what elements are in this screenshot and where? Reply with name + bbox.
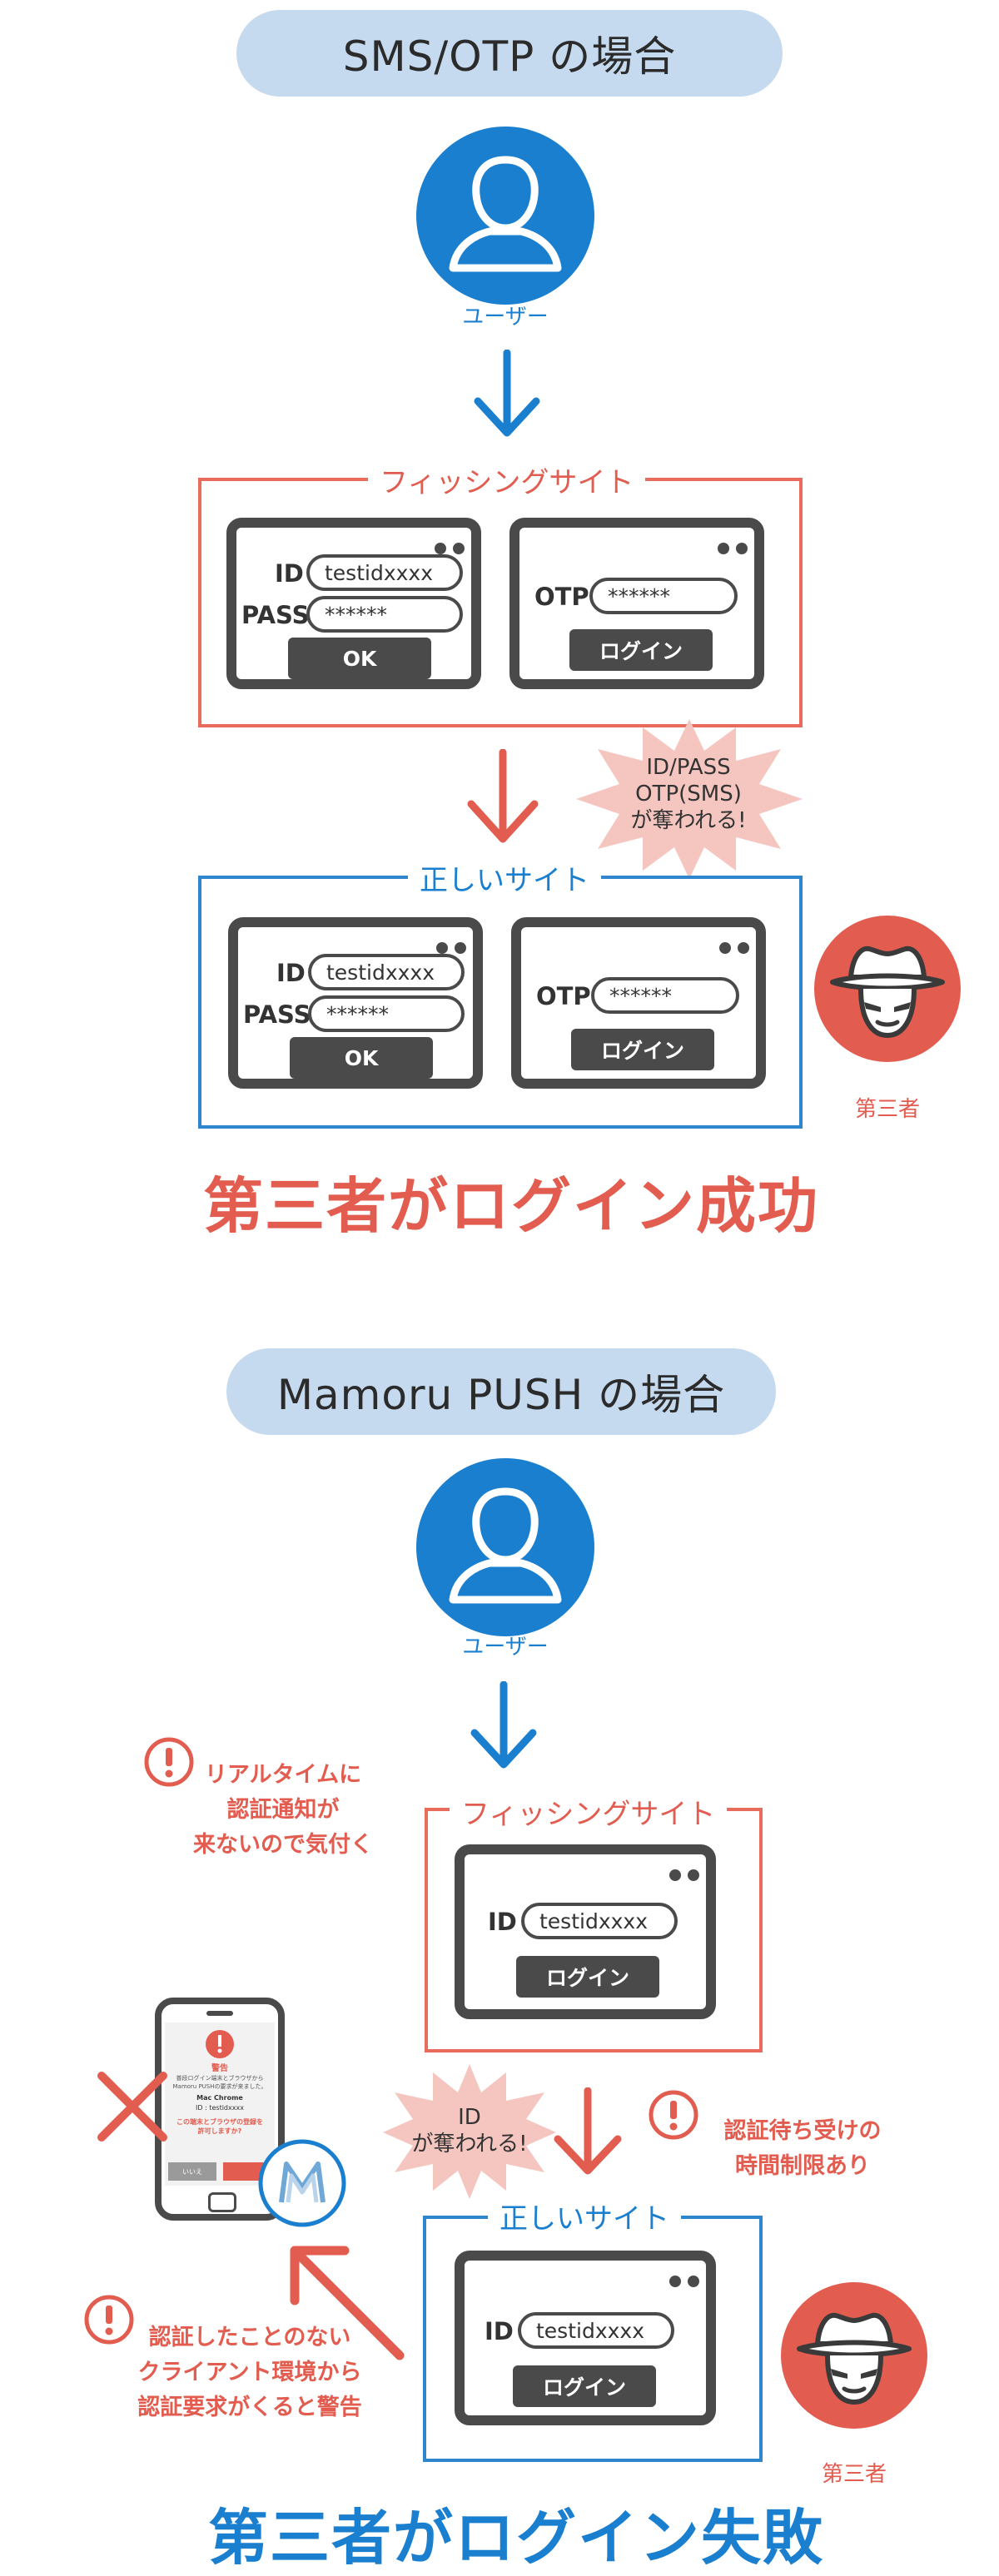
user-avatar-icon [416,1458,594,1636]
stolen-burst-line: OTP(SMS) [635,782,742,807]
note-warning: 認証したことのない クライアント環境から 認証要求がくると警告 [125,2320,375,2425]
phishing-site-label: フィッシングサイト [368,459,646,500]
stolen-burst-line: が奪われる! [411,2132,528,2157]
hacker-icon [814,916,961,1062]
id-input[interactable]: testidxxxx [521,1903,678,1939]
user-label: ユーザー [462,1635,549,1660]
alert-question: この端末とブラウザの登録を 許可しますか? [165,2117,275,2136]
note-line: 来ないので気付く [193,1832,373,1858]
phishing-site-label: フィッシングサイト [450,1791,728,1832]
note-line: 認証待ち受けの [723,2118,882,2144]
pass-input[interactable]: ****** [308,995,465,1032]
phone-home-button [208,2192,236,2212]
user-label: ユーザー [462,305,549,330]
exclamation-icon [84,2295,134,2345]
close-icon [97,2072,167,2142]
note-line: 認証したことのない [148,2325,351,2350]
phone-speaker [206,2011,233,2016]
alert-line: Mamoru PUSHの要求が来ました。 [172,2083,267,2090]
note-line: クライアント環境から [137,2360,362,2385]
user-avatar-icon [416,127,594,305]
pass-label: PASS [241,601,310,629]
stolen-burst-line: ID/PASS [646,755,731,780]
stolen-burst-shape [576,719,803,879]
id-label: ID [488,1908,517,1936]
section1-title-text: SMS/OTP の場合 [342,32,677,81]
otp-label: OTP [534,583,589,611]
stolen-burst-line: ID [458,2105,481,2130]
otp-input[interactable]: ****** [589,578,738,614]
third-party-label: 第三者 [854,1097,920,1122]
note-line: 認証通知が [226,1797,340,1823]
id-label: ID [485,2317,514,2345]
alert-question-line: この端末とブラウザの登録を [176,2118,263,2126]
alert-browser: Mac Chrome [196,2094,243,2102]
correct-site-label: 正しいサイト [408,857,601,898]
mamoru-logo-icon [258,2139,346,2227]
ok-button[interactable]: OK [290,1037,433,1079]
id-input[interactable]: testidxxxx [518,2312,674,2349]
section2-title-text: Mamoru PUSH の場合 [276,1371,726,1419]
exclamation-icon [144,1737,194,1787]
smartphone: 警告 普段ログイン端末とブラウザから Mamoru PUSHの要求が来ました。 … [155,1998,285,2221]
deny-button[interactable]: いいえ [168,2162,216,2181]
login-button[interactable]: ログイン [571,1029,714,1070]
alert-line: 普段ログイン端末とブラウザから [176,2075,264,2082]
alert-title: 警告 [211,2064,228,2073]
arrow-down-icon [470,1681,537,1769]
id-label: ID [275,559,304,588]
result-failure-text: 第三者がログイン失敗 [208,2503,825,2573]
id-label: ID [276,959,306,987]
otp-input[interactable]: ****** [591,977,739,1014]
pass-label: PASS [243,1000,311,1029]
note-line: 認証要求がくると警告 [137,2395,362,2420]
stolen-burst-text: ID/PASS OTP(SMS) が奪われる! [593,754,784,834]
result-success-text: 第三者がログイン成功 [203,1171,820,1241]
id-input[interactable]: testidxxxx [308,954,465,990]
alert-id: ID : testidxxxx [196,2104,244,2112]
arrow-down-icon [554,2087,622,2175]
login-button[interactable]: ログイン [569,629,713,671]
note-line: リアルタイムに [204,1762,362,1788]
stolen-burst-text: ID が奪われる! [388,2104,551,2157]
alert-question-line: 許可しますか? [197,2127,242,2135]
pass-input[interactable]: ****** [306,596,463,633]
section1-title: SMS/OTP の場合 [236,10,783,97]
phone-screen: 警告 普段ログイン端末とブラウザから Mamoru PUSHの要求が来ました。 … [165,2023,275,2186]
arrow-up-left-icon [290,2246,405,2360]
arrow-down-icon [474,350,540,437]
stolen-burst-shape [383,2064,556,2199]
alert-icon [206,2030,234,2058]
otp-label: OTP [536,982,591,1010]
ok-button[interactable]: OK [288,638,431,679]
section2-title: Mamoru PUSH の場合 [226,1348,776,1435]
deny-label: いいえ [182,2167,202,2176]
third-party-label: 第三者 [821,2462,887,2487]
login-button[interactable]: ログイン [513,2365,656,2407]
stolen-burst-line: が奪われる! [630,808,747,833]
note-realtime: リアルタイムに 認証通知が 来ないので気付く [175,1758,391,1863]
arrow-down-icon [467,749,539,843]
login-button[interactable]: ログイン [516,1956,659,1998]
note-timelimit: 認証待ち受けの 時間制限あり [706,2114,899,2184]
correct-site-label: 正しいサイト [488,2196,681,2236]
id-input[interactable]: testidxxxx [306,554,463,591]
hacker-icon [781,2282,927,2429]
exclamation-icon [649,2090,698,2140]
note-line: 時間制限あり [735,2153,870,2179]
